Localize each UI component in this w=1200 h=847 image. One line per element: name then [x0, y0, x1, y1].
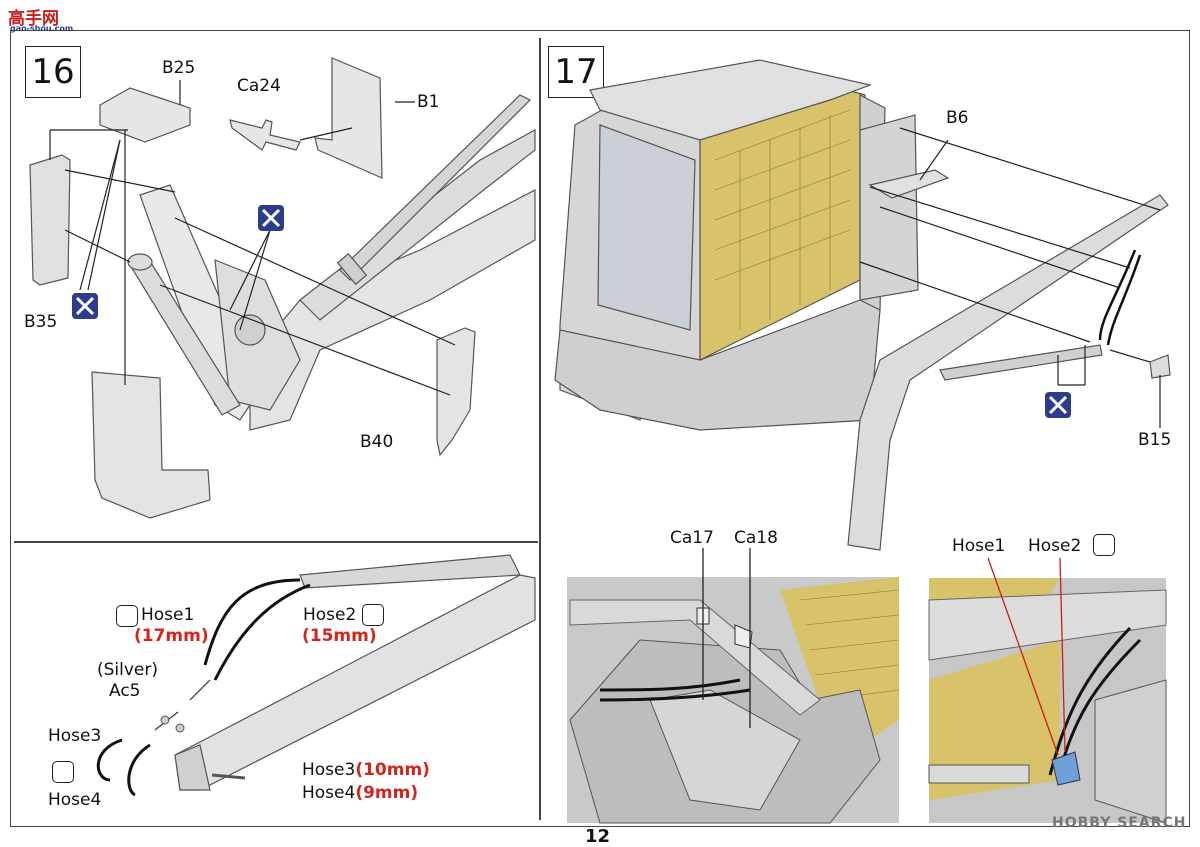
hose34-paint-icon: [52, 761, 74, 783]
label-hose4: Hose4: [48, 790, 102, 810]
part-b40-shape: [436, 327, 476, 457]
label-hose2-length: (15mm): [302, 626, 377, 646]
glue-tool-icon-3: [1045, 392, 1071, 418]
step-16-number: 16: [25, 46, 81, 98]
part-b25-shape: [99, 87, 191, 143]
label-hose4-note: Hose4(9mm): [302, 783, 418, 803]
hose3-note-length: (10mm): [355, 760, 430, 780]
hose4-note-name: Hose4: [302, 783, 356, 803]
part-b35-shape: [29, 154, 71, 286]
hose2-paint-icon: [362, 604, 384, 626]
glue-tool-icon: [258, 205, 284, 231]
detail-hose2-paint-icon: [1093, 534, 1115, 556]
label-ca18: Ca18: [734, 528, 778, 548]
horizontal-divider: [14, 541, 538, 543]
part-ca24-shape: [229, 119, 301, 151]
label-silver: (Silver): [97, 660, 159, 680]
hose4-note-length: (9mm): [355, 783, 419, 803]
label-ac5: Ac5: [109, 681, 141, 701]
label-hose1-length: (17mm): [134, 626, 209, 646]
label-ca24: Ca24: [237, 76, 281, 96]
vertical-divider: [539, 38, 541, 820]
site-logo-text: 高手网: [8, 9, 59, 29]
part-b6-shape: [868, 169, 950, 199]
label-b1: B1: [417, 92, 440, 112]
part-b1-shape: [314, 57, 383, 179]
hobby-search-watermark: HOBBY SEARCH: [1052, 815, 1187, 831]
step-16-illustration: [29, 57, 536, 519]
hose1-paint-icon: [116, 605, 138, 627]
label-b6: B6: [946, 108, 969, 128]
label-ca17: Ca17: [670, 528, 714, 548]
label-hose3-note: Hose3(10mm): [302, 760, 430, 780]
label-b35: B35: [24, 312, 58, 332]
page-frame: [10, 30, 1190, 827]
label-b25: B25: [162, 58, 196, 78]
label-detail-hose1: Hose1: [952, 536, 1006, 556]
glue-tool-icon-2: [72, 293, 98, 319]
label-hose3: Hose3: [48, 726, 102, 746]
label-detail-hose2: Hose2: [1028, 536, 1082, 556]
label-b15: B15: [1138, 430, 1172, 450]
label-hose1: Hose1: [141, 605, 195, 625]
hose3-note-name: Hose3: [302, 760, 356, 780]
hose-illustration: [96, 554, 536, 797]
site-logo: 高手网 gao-shou.com: [6, 4, 76, 34]
lower-plate-shape: [91, 371, 211, 519]
label-b40: B40: [360, 432, 394, 452]
site-domain-text: gao-shou.com: [10, 24, 74, 33]
part-b15-shape: [1149, 354, 1171, 379]
label-hose2: Hose2: [303, 605, 357, 625]
page-number: 12: [585, 826, 611, 847]
